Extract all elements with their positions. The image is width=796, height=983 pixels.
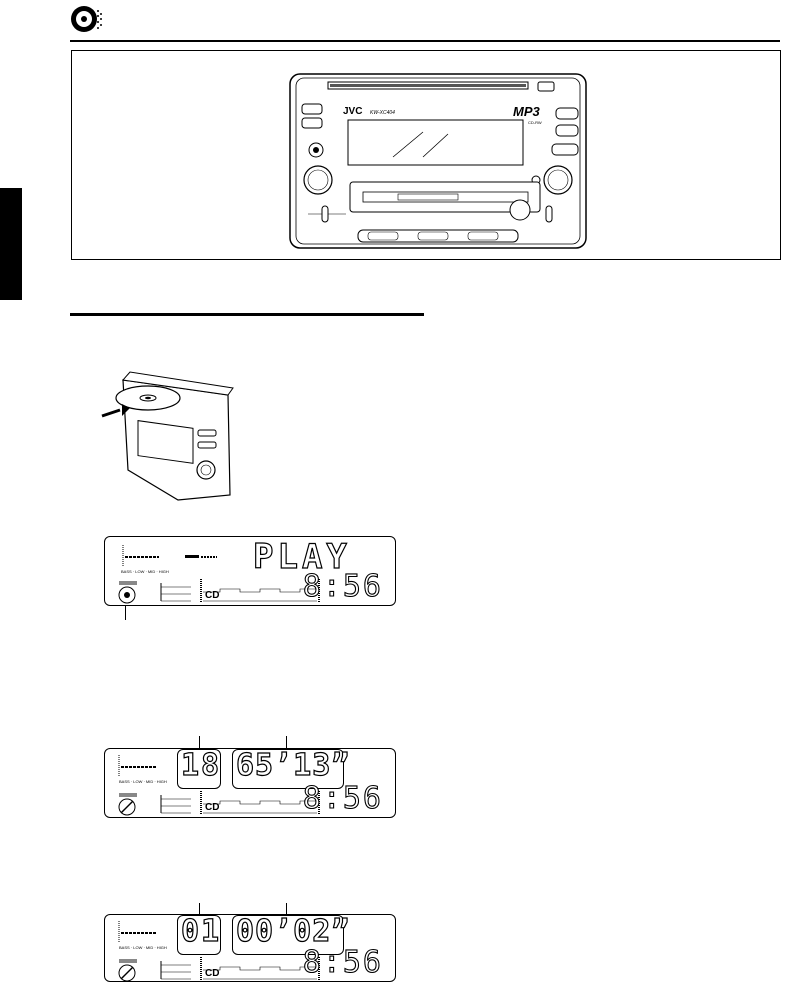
model-label: KW-XC404 [370,110,395,116]
source-label: CD [205,968,220,979]
clock: 8:56 [302,944,383,980]
svg-text:BASS · LOW · MID · HIGH: BASS · LOW · MID · HIGH [121,569,169,574]
lcd-display-total: BASS · LOW · MID · HIGH 18 65’13” CD 8:5… [104,748,396,818]
lcd-main-text: PLAY [252,537,351,578]
source-label: CD [205,590,220,601]
total-time: 65’13” [235,748,351,784]
track-number-box: 18 [177,749,221,789]
lcd-display-play: BASS · LOW · MID · HIGH PLAY CD 8:56 [104,536,396,606]
source-label: CD [205,802,220,813]
clock: 8:56 [302,568,383,604]
elapsed-time: 00’02” [235,914,351,950]
brand-logo: JVC [343,106,362,117]
total-time-box: 65’13” [232,749,350,789]
section-rule [70,313,424,316]
unit-illustration-frame [71,50,781,260]
track-number: 01 [180,914,222,950]
lcd-display-elapsed: BASS · LOW · MID · HIGH 01 00’02” CD 8:5… [104,914,396,982]
track-number-box: 01 [177,915,221,955]
track-callout [199,736,200,748]
header-rule [70,40,780,42]
track-callout [199,903,200,915]
cdrw-badge: CD-RW [528,120,542,125]
svg-text:BASS · LOW · MID · HIGH: BASS · LOW · MID · HIGH [119,945,167,950]
disc-icon-callout [125,606,126,620]
disc-icon [70,2,104,36]
svg-text:BASS · LOW · MID · HIGH: BASS · LOW · MID · HIGH [119,779,167,784]
elapsed-time-box: 00’02” [232,915,350,955]
time-callout [286,736,287,748]
side-tab [0,188,22,300]
track-number: 18 [180,748,222,784]
clock: 8:56 [302,780,383,816]
time-callout [286,903,287,915]
disc-insert-illustration [98,360,248,502]
mp3-logo: MP3 [513,104,541,119]
car-stereo-illustration: JVC KW-XC404 MP3 CD-RW [288,72,588,250]
arrow-icon [101,404,130,418]
